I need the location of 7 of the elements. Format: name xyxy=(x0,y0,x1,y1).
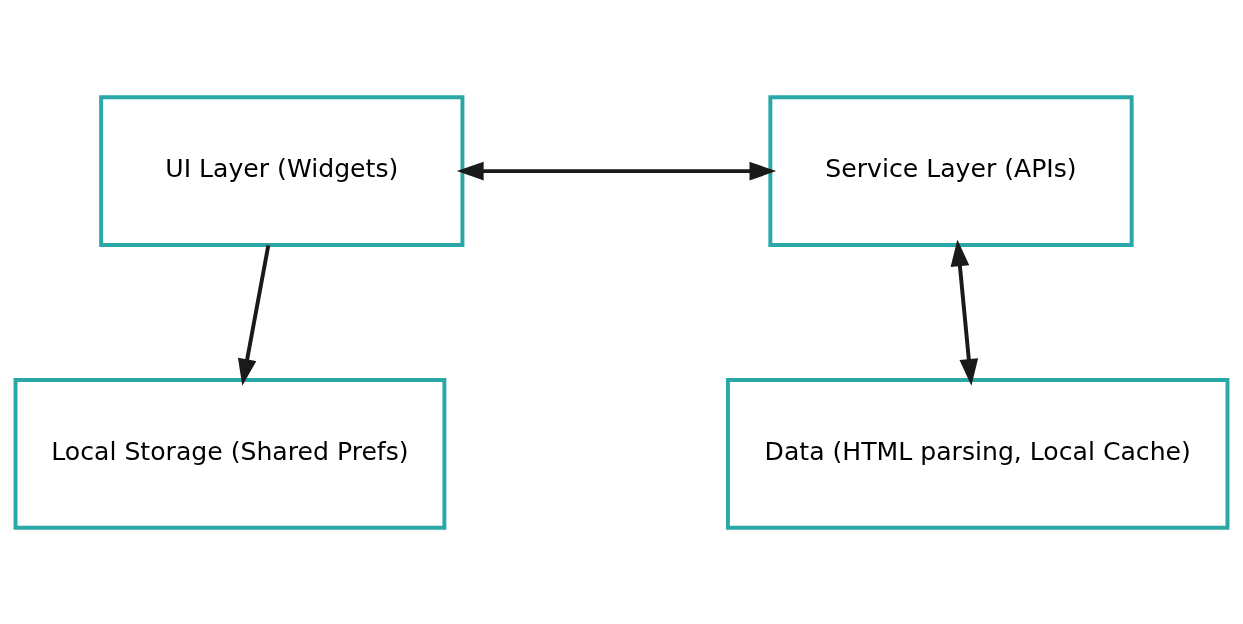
node-box: Local Storage (Shared Prefs) xyxy=(13,377,447,530)
arrow xyxy=(237,244,271,386)
node-box: Service Layer (APIs) xyxy=(768,94,1134,247)
arrow xyxy=(950,239,979,386)
arrow xyxy=(456,161,777,180)
node-box: UI Layer (Widgets) xyxy=(99,94,465,247)
node-box: Data (HTML parsing, Local Cache) xyxy=(725,377,1230,530)
